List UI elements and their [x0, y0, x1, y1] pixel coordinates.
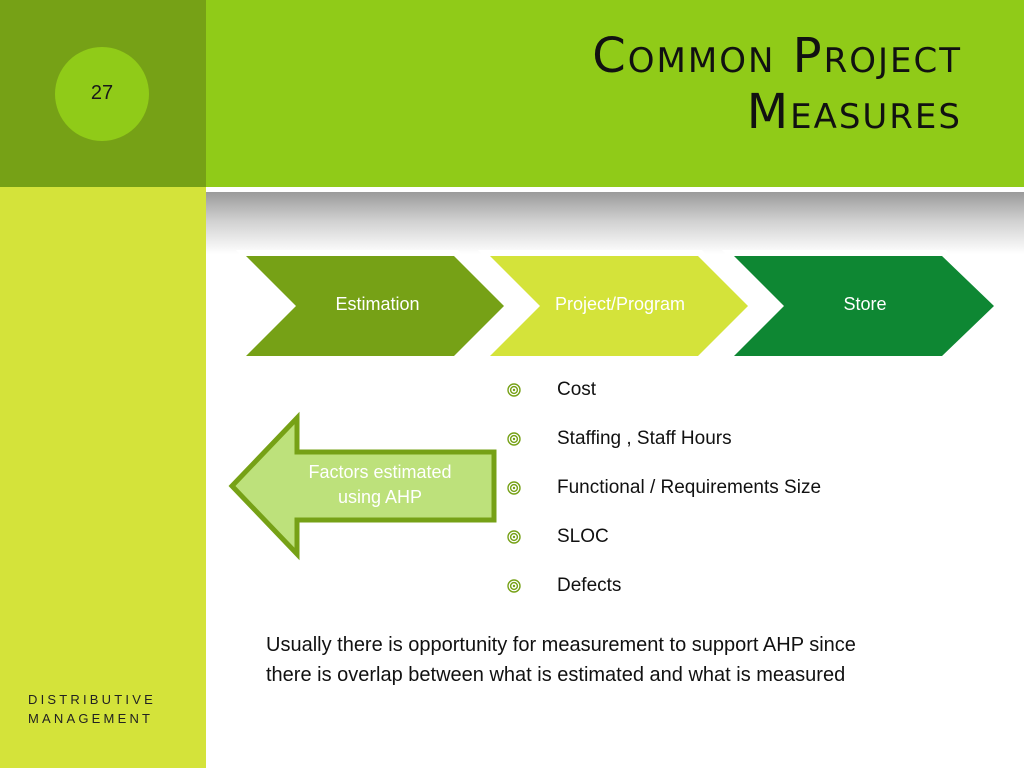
title-band	[206, 0, 1024, 187]
callout-line2: using AHP	[337, 487, 423, 507]
list-item: Defects	[504, 572, 821, 621]
slide-number: 27	[90, 82, 114, 104]
list-item-label: SLOC	[557, 526, 609, 547]
callout-line1: Factors estimated	[308, 462, 452, 482]
step-label-project-program: Project/Program	[554, 294, 686, 314]
slide-title-line2: Measures	[746, 84, 962, 140]
step-label-estimation: Estimation	[335, 294, 420, 314]
chevron-project-program-fill	[490, 256, 748, 356]
concentric-circle-bullet-icon	[507, 383, 521, 397]
left-sidebar-panel	[0, 187, 206, 768]
list-item-label: Defects	[557, 575, 622, 596]
list-item-label: Functional / Requirements Size	[557, 477, 822, 498]
list-item-label: Staffing , Staff Hours	[557, 428, 732, 449]
concentric-circle-bullet-icon	[507, 530, 521, 544]
summary-note: Usually there is opportunity for measure…	[266, 630, 986, 690]
chevron-store-fill	[734, 256, 994, 356]
slide-title-line1: Common Project	[592, 28, 962, 84]
callout-arrow-shape	[228, 411, 497, 561]
footer-line1: DISTRIBUTIVE	[28, 692, 156, 707]
concentric-circle-bullet-icon	[507, 432, 521, 446]
list-item: SLOC	[504, 523, 821, 572]
list-item-label: Cost	[557, 379, 597, 400]
concentric-circle-bullet-icon	[507, 481, 521, 495]
chevron-estimation-fill	[246, 256, 504, 356]
summary-note-line2: there is overlap between what is estimat…	[266, 664, 846, 686]
callout-label: Factors estimated using AHP	[285, 460, 475, 510]
gradient-band	[206, 192, 1024, 254]
footer-text: DISTRIBUTIVE MANAGEMENT	[28, 690, 156, 728]
list-item: Cost	[504, 376, 821, 425]
footer-line2: MANAGEMENT	[28, 711, 154, 726]
summary-note-line1: Usually there is opportunity for measure…	[266, 634, 856, 656]
slide-title: Common Project Measures	[262, 28, 962, 140]
divider-line	[206, 187, 1024, 192]
step-label-store: Store	[843, 294, 887, 314]
concentric-circle-bullet-icon	[507, 579, 521, 593]
list-item: Staffing , Staff Hours	[504, 425, 821, 474]
measures-list: Cost Staffing , Staff Hours Functional /…	[504, 376, 821, 621]
slide-number-badge	[55, 47, 149, 141]
list-item: Functional / Requirements Size	[504, 474, 821, 523]
